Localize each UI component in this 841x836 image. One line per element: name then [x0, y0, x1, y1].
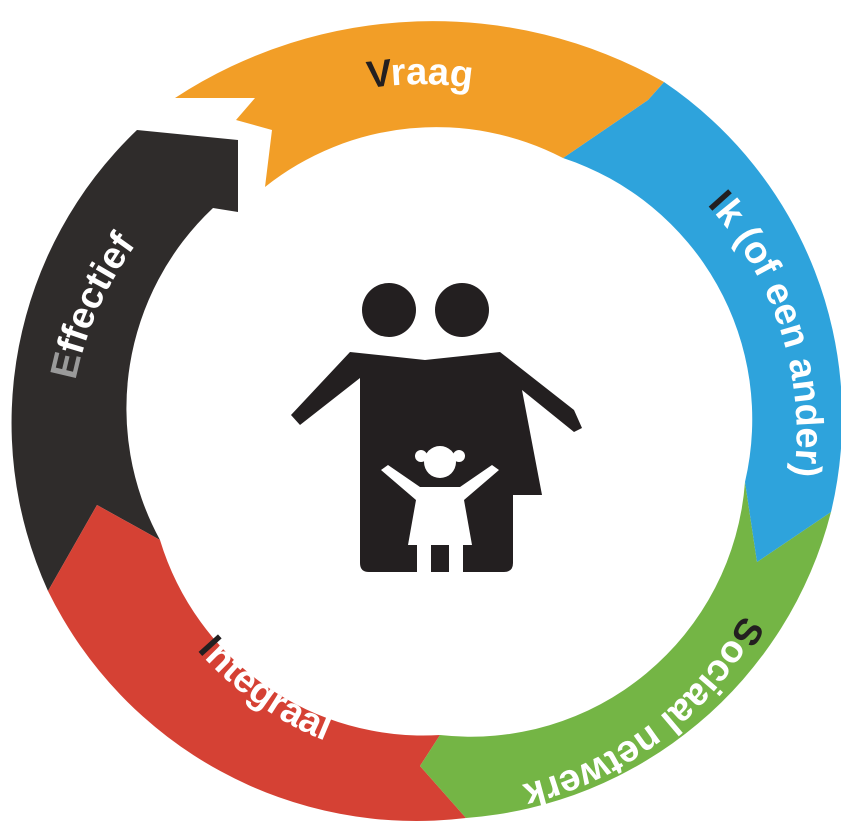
segment-ik: [563, 82, 841, 562]
segment-sociaal: [420, 482, 831, 818]
segment-effectief: [11, 130, 239, 591]
segment-integraal: [48, 505, 466, 822]
label-vraag: Vraag: [364, 51, 475, 97]
child-figure: [381, 446, 499, 573]
family-icon: [291, 283, 582, 573]
segment-vraag: [175, 21, 664, 187]
